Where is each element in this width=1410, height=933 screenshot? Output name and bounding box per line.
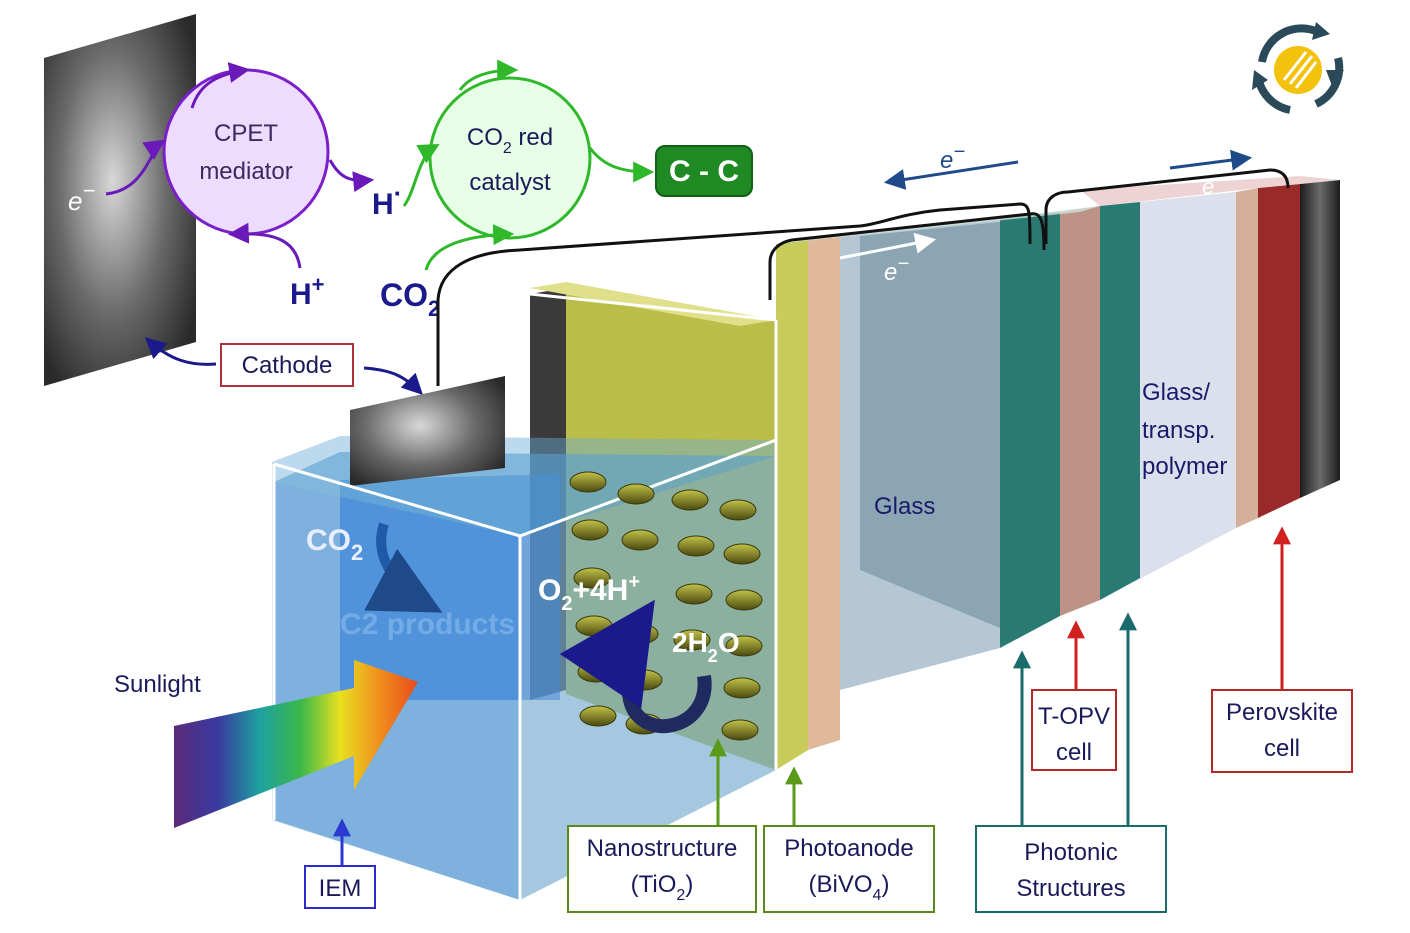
cpet-mediator-circle bbox=[162, 68, 330, 236]
photoanode-label-1: Photoanode bbox=[784, 835, 913, 862]
circuit-wire-back bbox=[1044, 168, 1290, 244]
hydrogen-radical-label: H· bbox=[372, 178, 402, 221]
proton-label: H+ bbox=[290, 272, 325, 311]
photonic-label-1: Photonic bbox=[1024, 839, 1117, 866]
sun-cycle-logo-icon bbox=[1252, 22, 1344, 114]
nanostructure-label-1: Nanostructure bbox=[587, 835, 738, 862]
perovskite-contact-layer bbox=[1236, 188, 1258, 528]
electron-flow-arrow-2 bbox=[839, 232, 937, 260]
nanostructure-label-2: (TiO2) bbox=[631, 871, 694, 904]
mediator-to-h-arrow bbox=[328, 159, 375, 193]
stack-top-strip bbox=[1080, 176, 1340, 206]
catalyst-to-product-arrow bbox=[588, 147, 655, 183]
solar-layer-stack bbox=[776, 176, 1340, 770]
glass-polymer-label-1: Glass/ bbox=[1142, 379, 1210, 406]
electron-label: e− bbox=[68, 178, 95, 216]
electron-flow-arrow-3 bbox=[1169, 149, 1253, 171]
c2-products-label: C2 products bbox=[340, 608, 515, 641]
cathode-label: Cathode bbox=[242, 352, 333, 379]
topv-label-2: cell bbox=[1056, 739, 1092, 766]
mediator-top-arrow bbox=[190, 62, 251, 109]
h-to-catalyst-arrow bbox=[402, 143, 440, 207]
cathode-electrode-large bbox=[44, 14, 196, 386]
co2-to-catalyst-arrow bbox=[424, 224, 515, 271]
circuit-wire-main bbox=[436, 202, 1032, 386]
wire-electron-label-1: e− bbox=[940, 141, 965, 174]
catalyst-top-arrow bbox=[458, 59, 519, 91]
perovskite-label-box bbox=[1211, 689, 1353, 773]
back-electrode-panel bbox=[1300, 180, 1340, 498]
electron-to-mediator-arrow bbox=[105, 139, 166, 196]
photonic-label-2: Structures bbox=[1016, 875, 1125, 902]
circuit-wire-mid bbox=[768, 212, 1046, 300]
photoanode-label-box bbox=[763, 825, 935, 913]
photoanode-label-2: (BiVO4) bbox=[809, 871, 890, 904]
sunlight-spectrum-arrow bbox=[174, 660, 418, 828]
glass-polymer-label-3: polymer bbox=[1142, 453, 1227, 480]
inner-co2-label: CO2 bbox=[306, 524, 363, 565]
photonic-label-box bbox=[975, 825, 1167, 913]
glass-inner-pane bbox=[860, 222, 1000, 628]
perovskite-label-2: cell bbox=[1264, 735, 1300, 762]
iem-label-box bbox=[304, 865, 376, 909]
h2o-label: 2H2O bbox=[672, 627, 740, 666]
wire-electron-label-2: e− bbox=[884, 253, 909, 286]
co2-conversion-arrow bbox=[364, 522, 443, 613]
o2-label: O2+4H+ bbox=[538, 571, 640, 615]
cc-product-box bbox=[655, 145, 753, 197]
buffer-layer bbox=[808, 234, 840, 750]
co2-catalyst-circle bbox=[428, 76, 592, 240]
nanostructure-label-box bbox=[567, 825, 757, 913]
proton-to-mediator-arrow bbox=[227, 222, 302, 269]
cathode-electrode-small bbox=[350, 376, 505, 486]
topv-label-box bbox=[1031, 689, 1117, 771]
mediator-label-line2: mediator bbox=[199, 158, 292, 185]
electron-flow-arrow-1 bbox=[883, 160, 1019, 190]
sunlight-label: Sunlight bbox=[114, 671, 201, 698]
iem-label: IEM bbox=[319, 875, 362, 902]
topv-layer bbox=[1060, 206, 1100, 616]
photoanode-layer bbox=[776, 240, 808, 770]
glass-polymer-label-2: transp. bbox=[1142, 417, 1215, 444]
water-oxidation-arrow bbox=[559, 599, 712, 734]
mediator-label-line1: CPET bbox=[214, 120, 278, 147]
wire-electron-label-3: e− bbox=[1202, 168, 1225, 199]
perovskite-layer bbox=[1258, 184, 1300, 518]
catalyst-label-line2: catalyst bbox=[469, 169, 551, 196]
photonic-structure-front bbox=[1000, 212, 1060, 648]
cathode-arrow-left bbox=[144, 337, 217, 366]
co2-input-label: CO2 bbox=[380, 277, 440, 321]
glass-label: Glass bbox=[874, 493, 935, 520]
photonic-structure-back bbox=[1100, 202, 1140, 600]
topv-label-1: T-OPV bbox=[1038, 703, 1110, 730]
cathode-arrow-right bbox=[363, 366, 423, 395]
cc-product-label: C - C bbox=[669, 155, 739, 188]
cathode-label-box bbox=[220, 343, 354, 387]
perovskite-label-1: Perovskite bbox=[1226, 699, 1338, 726]
catalyst-label-line1: CO2 red bbox=[467, 124, 553, 157]
electrolyte-box-outline bbox=[272, 292, 778, 900]
